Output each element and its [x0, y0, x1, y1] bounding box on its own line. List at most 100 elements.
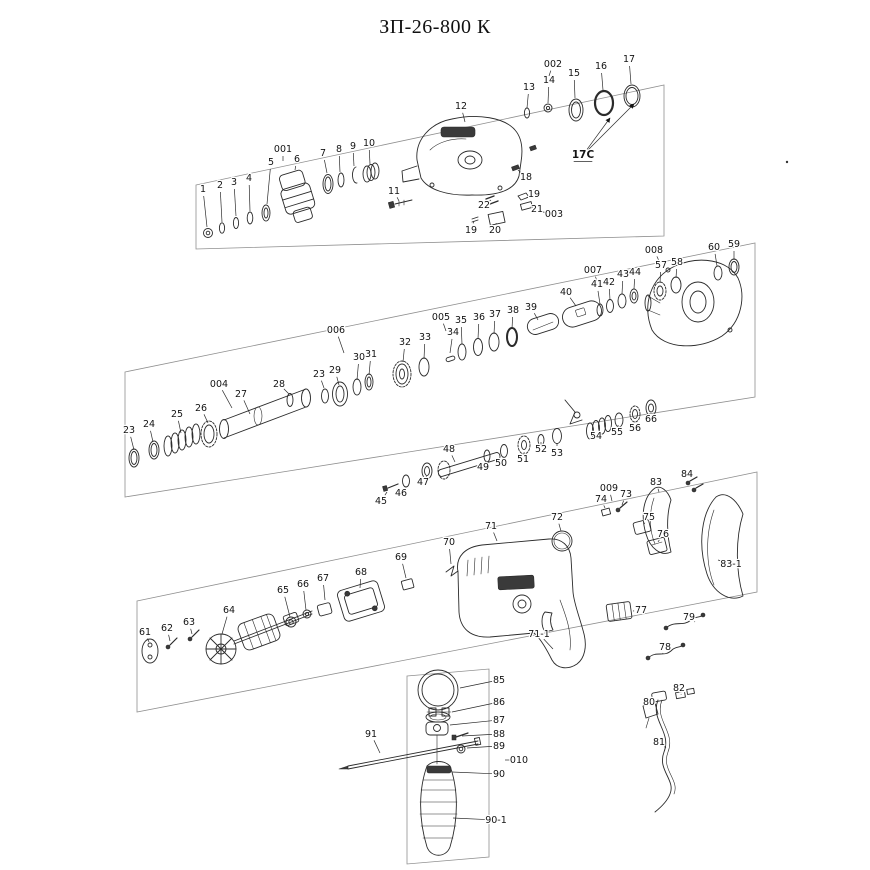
artwork-screw-11	[387, 199, 413, 209]
svg-text:24: 24	[143, 419, 155, 430]
svg-text:21: 21	[531, 204, 543, 215]
svg-text:52: 52	[535, 444, 547, 455]
svg-text:003: 003	[545, 209, 563, 220]
part-label-62: 62	[160, 622, 174, 642]
part-label-26: 26	[194, 402, 209, 424]
part-label-81: 81	[652, 736, 667, 750]
part-label-19: 19	[525, 188, 541, 201]
artwork-wires-78-79	[645, 612, 706, 661]
part-label-9: 9	[349, 140, 357, 167]
part-label-74: 74	[594, 493, 608, 509]
part-label-4: 4	[245, 172, 253, 212]
svg-text:13: 13	[523, 82, 535, 93]
svg-text:78: 78	[659, 642, 671, 653]
svg-text:41: 41	[591, 279, 603, 290]
part-label-003: 003	[542, 208, 564, 221]
artwork-bearings-65-67	[285, 602, 333, 628]
artwork-clutch-row-45-56	[382, 399, 657, 492]
artwork-switch-parts-73-76	[600, 501, 668, 555]
svg-text:29: 29	[329, 365, 341, 376]
part-label-90-1: 90-1	[452, 814, 508, 827]
svg-text:60: 60	[708, 242, 720, 253]
artwork-ring-gear-26	[200, 420, 218, 448]
part-label-55: 55	[610, 425, 624, 439]
svg-text:34: 34	[447, 327, 459, 338]
svg-text:54: 54	[590, 431, 602, 442]
svg-text:42: 42	[603, 277, 615, 288]
svg-text:85: 85	[493, 675, 505, 686]
svg-text:77: 77	[635, 605, 647, 616]
part-label-29: 29	[328, 364, 342, 386]
svg-text:81: 81	[653, 737, 665, 748]
svg-text:3: 3	[231, 177, 237, 188]
artwork-knuckle-87-89	[425, 721, 469, 765]
artwork-gear-housing-12	[401, 116, 523, 196]
artwork-handle-grip-90	[419, 761, 458, 856]
svg-text:83: 83	[650, 477, 662, 488]
assembly-boundary-boxes	[124, 84, 758, 865]
part-label-80: 80	[642, 696, 657, 710]
part-label-48: 48	[442, 443, 456, 463]
svg-text:16: 16	[595, 61, 607, 72]
part-label-14: 14	[542, 74, 556, 104]
part-label-2: 2	[216, 179, 224, 223]
part-label-44: 44	[628, 266, 642, 290]
artwork-stator-68	[337, 580, 385, 622]
part-label-91: 91	[364, 728, 381, 754]
svg-text:14: 14	[543, 75, 555, 86]
svg-text:19: 19	[465, 225, 477, 236]
artwork-middle-assembly	[128, 258, 743, 492]
part-label-30: 30	[352, 351, 366, 381]
part-label-10: 10	[362, 137, 376, 165]
part-label-85: 85	[459, 674, 506, 689]
svg-text:84: 84	[681, 469, 693, 480]
part-label-78: 78	[658, 641, 673, 655]
svg-text:7: 7	[320, 148, 326, 159]
svg-text:001: 001	[274, 144, 292, 155]
artwork-piston-39-40	[526, 300, 602, 335]
part-label-83-1: 83-1	[717, 558, 743, 571]
svg-text:30: 30	[353, 352, 365, 363]
part-label-67: 67	[316, 572, 330, 601]
svg-text:004: 004	[210, 379, 228, 390]
part-label-58: 58	[670, 256, 684, 279]
part-label-68: 68	[354, 566, 368, 589]
part-label-25: 25	[170, 408, 184, 434]
part-label-66: 66	[296, 578, 310, 611]
svg-text:20: 20	[489, 225, 501, 236]
artwork-motor-housing-71	[457, 538, 586, 669]
part-label-61: 61	[138, 626, 152, 643]
part-label-24: 24	[142, 418, 156, 443]
part-label-18: 18	[517, 169, 533, 184]
svg-text:90: 90	[493, 769, 505, 780]
part-label-60: 60	[707, 241, 721, 267]
part-label-41: 41	[590, 278, 604, 305]
part-label-71-1: 71-1	[527, 628, 554, 650]
part-label-75: 75	[642, 511, 657, 525]
svg-text:36: 36	[473, 312, 485, 323]
svg-text:39: 39	[525, 302, 537, 313]
svg-text:38: 38	[507, 305, 519, 316]
artifact-dot	[785, 160, 789, 164]
svg-text:2: 2	[217, 180, 223, 191]
part-label-17: 17	[622, 53, 636, 85]
part-label-71: 71	[484, 520, 498, 542]
svg-text:23: 23	[123, 425, 135, 436]
part-label-82: 82	[672, 682, 687, 696]
svg-text:56: 56	[629, 423, 641, 434]
svg-text:55: 55	[611, 427, 623, 438]
svg-text:63: 63	[183, 617, 195, 628]
svg-text:40: 40	[560, 287, 572, 298]
svg-text:010: 010	[510, 755, 528, 766]
part-label-35: 35	[454, 314, 468, 345]
svg-text:19: 19	[528, 189, 540, 200]
artwork-terminal-block-77	[605, 601, 633, 622]
part-label-002: 002	[543, 58, 563, 77]
svg-text:89: 89	[493, 741, 505, 752]
artwork-chuck	[279, 169, 316, 223]
artwork-side-handle-assembly	[338, 669, 482, 856]
svg-text:25: 25	[171, 409, 183, 420]
svg-text:007: 007	[584, 265, 602, 276]
